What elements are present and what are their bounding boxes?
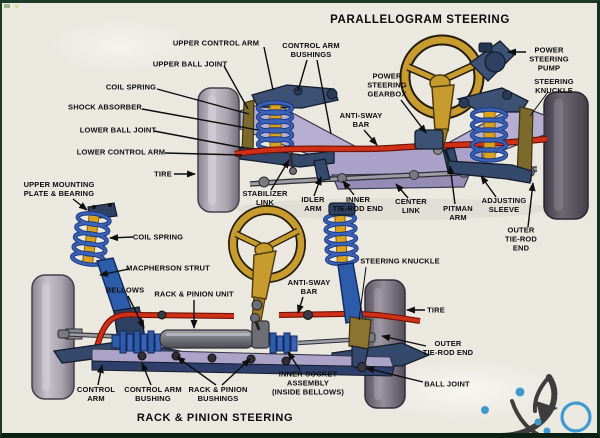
label-ball-joint: BALL JOINT [424,379,470,389]
steering-knuckle-right [516,106,534,182]
power-steering-pump-part [469,40,515,82]
label-control-arm: CONTROL ARM [76,385,116,403]
title-rack-and-pinion-steering: RACK & PINION STEERING [136,412,294,424]
label-outer-tie-rod-end-bottom: OUTER TIE-ROD END [422,339,474,357]
rack-and-pinion-part [111,320,376,354]
stabilizer-link-part [286,147,297,175]
label-power-steering-pump: POWER STEERING PUMP [529,45,569,73]
power-steering-gearbox-part [414,129,452,164]
label-macpherson-strut: MACPHERSON STRUT [126,263,210,273]
watermark-swirl-icon [560,401,592,433]
label-stabilizer-link: STABILIZER LINK [242,189,288,207]
leader-lines [72,46,549,386]
label-lower-ball-joint: LOWER BALL JOINT [79,125,157,135]
label-anti-sway-bar-bottom: ANTI-SWAY BAR [287,278,331,296]
label-upper-mounting-plate-bearing: UPPER MOUNTING PLATE & BEARING [23,180,95,198]
parallelogram-steering-illustration [197,34,589,220]
coil-spring-right [469,107,509,163]
macpherson-coil-spring [70,211,112,267]
label-control-arm-bushing: CONTROL ARM BUSHING [124,385,182,403]
label-outer-tie-rod-end-top: OUTER TIE-ROD END [505,225,537,253]
label-tire-top: TIRE [154,169,172,179]
label-adjusting-sleeve: ADJUSTING SLEEVE [481,196,527,214]
watermark-dots [481,387,551,433]
label-steering-knuckle-top: STEERING KNUCKLE [534,77,574,95]
left-tire [31,274,75,400]
front-left-tire [197,87,240,213]
label-coil-spring-bottom: COIL SPRING [132,232,184,242]
front-right-tire [543,91,589,220]
steering-diagram-illustration [4,4,592,433]
right-strut-spring [322,211,360,267]
label-control-arm-bushings: CONTROL ARM BUSHINGS [282,41,340,59]
idler-arm-part [313,158,331,182]
label-upper-ball-joint: UPPER BALL JOINT [152,59,228,69]
scan-speck [4,4,10,8]
right-strut-tube [328,202,372,372]
title-parallelogram-steering: PARALLELOGRAM STEERING [330,14,510,26]
label-anti-sway-bar-top: ANTI-SWAY BAR [339,111,383,129]
label-rack-and-pinion-bushings: RACK & PINION BUSHINGS [188,385,248,403]
label-center-link: CENTER LINK [395,197,427,215]
label-bellows: BELLOWS [105,285,145,295]
label-idler-arm: IDLER ARM [301,195,325,213]
steering-wheel-top [399,34,485,155]
label-pitman-arm: PITMAN ARM [443,204,473,222]
label-lower-control-arm: LOWER CONTROL ARM [76,147,166,157]
label-inner-tie-rod-end: INNER TIE-ROD END [332,195,384,213]
label-upper-control-arm: UPPER CONTROL ARM [172,38,260,48]
label-inner-socket-assembly: INNER SOCKET ASSEMBLY (INSIDE BELLOWS) [272,369,344,397]
bellows-left [119,330,162,354]
rack-and-pinion-illustration [31,202,431,409]
label-tire-bottom: TIRE [427,305,445,315]
watermark-calligraphy-icon [499,374,558,433]
label-rack-and-pinion-unit: RACK & PINION UNIT [154,289,234,299]
label-power-steering-gearbox: POWER STEERING GEARBOX [367,71,407,99]
steering-wheel-bottom [228,205,306,331]
label-shock-absorber: SHOCK ABSORBER [68,102,142,112]
label-coil-spring-top: COIL SPRING [105,82,157,92]
scan-speck [15,5,18,8]
bellows-right [269,332,298,354]
watermark-logo [481,374,592,433]
label-steering-knuckle-bottom: STEERING KNUCKLE [360,256,440,266]
